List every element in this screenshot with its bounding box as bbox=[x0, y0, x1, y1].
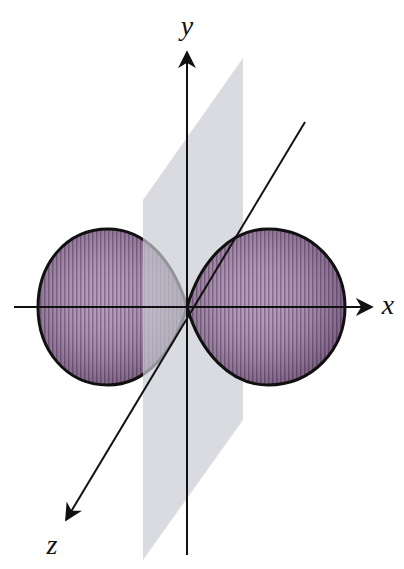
axis-label: z bbox=[47, 531, 58, 559]
axis-label: x bbox=[382, 291, 394, 319]
y-axis bbox=[186, 52, 188, 555]
axis-label: y bbox=[181, 12, 193, 40]
z-axis bbox=[66, 122, 305, 520]
